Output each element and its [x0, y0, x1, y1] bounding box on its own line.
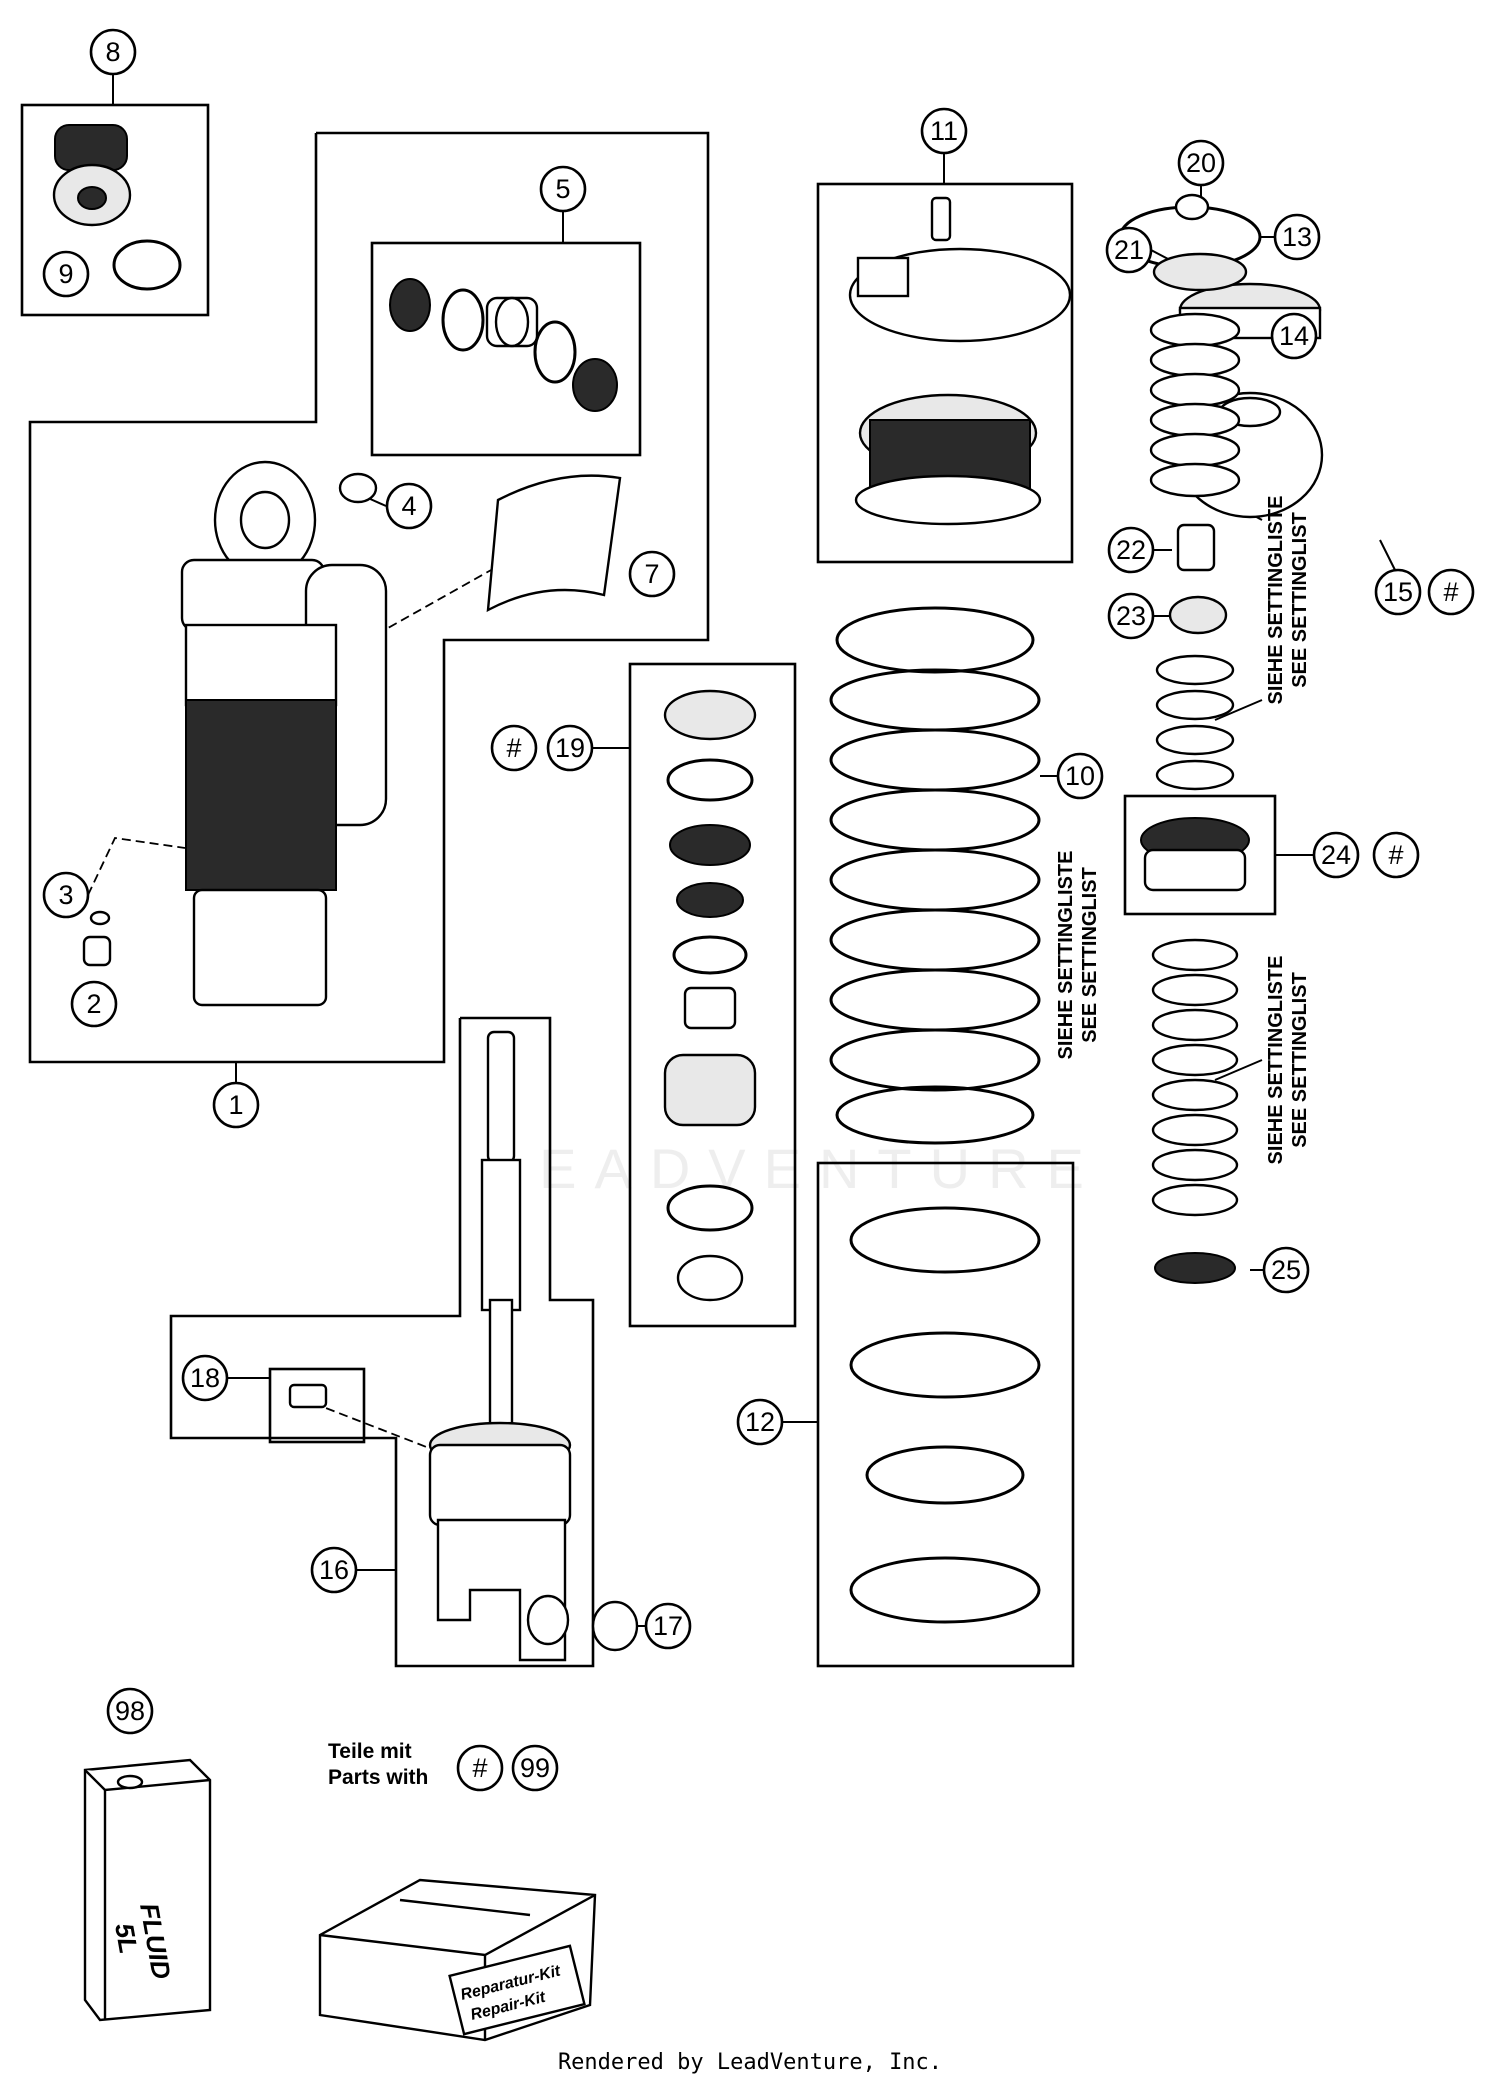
callout-14: 14 [1270, 312, 1318, 360]
callout-20-label: 20 [1186, 148, 1216, 178]
callout-25: 25 [1262, 1246, 1310, 1294]
setting-note-en: SEE SETTINGLIST [1289, 512, 1311, 688]
part-piston-rod-16 [288, 1030, 639, 1662]
part-spring-10 [829, 606, 1041, 1145]
callout-10-label: 10 [1065, 761, 1095, 791]
callout-5: 5 [539, 165, 587, 213]
callout-8: 8 [89, 28, 137, 76]
callout-7: 7 [628, 550, 676, 598]
parts-with-note: Teile mit Parts with [328, 1740, 428, 1789]
callout-16-label: 16 [319, 1555, 349, 1585]
callout-21: 21 [1105, 226, 1153, 274]
callout-16: 16 [310, 1546, 358, 1594]
part-spacer-rings-12 [849, 1206, 1041, 1624]
callout-22: 22 [1107, 526, 1155, 574]
callout-12: 12 [736, 1398, 784, 1446]
callout-18: 18 [181, 1354, 229, 1402]
watermark: LEADVENTURE [490, 1137, 1102, 1200]
callout-24: 24 [1312, 831, 1360, 879]
part-preload-adjuster-11 [848, 196, 1072, 526]
parts-note-de: Teile mit [328, 1740, 412, 1763]
callout-17: 17 [644, 1602, 692, 1650]
callout-21-label: 21 [1114, 235, 1144, 265]
part-shim-stacks [1140, 312, 1250, 1284]
hash-mark-1: # [1427, 568, 1475, 616]
callout-98-label: 98 [115, 1696, 145, 1726]
footer-credit: Rendered by LeadVenture, Inc. [557, 2050, 943, 2075]
callout-19-label: 19 [555, 733, 585, 763]
callout-20: 20 [1177, 139, 1225, 187]
callout-18-label: 18 [190, 1363, 220, 1393]
parts-note-en: Parts with [328, 1766, 428, 1789]
callout-23: 23 [1107, 592, 1155, 640]
callout-98: 98 [106, 1687, 154, 1735]
callout-1-label: 1 [228, 1090, 243, 1120]
callout-2: 2 [70, 980, 118, 1028]
setting-note-de: SIEHE SETTINGLISTE [1055, 851, 1077, 1060]
part-seal-stack-19 [663, 689, 757, 1302]
part-bearing-kit-5 [389, 278, 618, 412]
callout-14-label: 14 [1279, 321, 1309, 351]
callout-5-label: 5 [555, 174, 570, 204]
callout-3-label: 3 [58, 880, 73, 910]
callout-9: 9 [42, 250, 90, 298]
part-repair-kit-99: Reparatur-Kit Repair-Kit [318, 1878, 597, 2042]
hash-mark-3-label: # [1388, 840, 1403, 870]
hash-mark-4-label: # [472, 1753, 487, 1783]
callout-12-label: 12 [745, 1407, 775, 1437]
callout-1: 1 [212, 1081, 260, 1129]
callout-22-label: 22 [1116, 535, 1146, 565]
callout-2-label: 2 [86, 989, 101, 1019]
setting-note-de: SIEHE SETTINGLISTE [1265, 956, 1287, 1165]
callout-4: 4 [385, 482, 433, 530]
hash-mark-1-label: # [1443, 577, 1458, 607]
setting-note-en: SEE SETTINGLIST [1079, 867, 1101, 1043]
callout-99: 99 [511, 1744, 559, 1792]
callout-19: 19 [546, 724, 594, 772]
hash-mark-4: # [456, 1744, 504, 1792]
callout-11: 11 [920, 107, 968, 155]
callout-99-label: 99 [520, 1753, 550, 1783]
callout-3: 3 [42, 871, 90, 919]
part-shock-body-1 [82, 460, 622, 1007]
hash-marks: # # # # [456, 568, 1475, 1792]
callout-17-label: 17 [653, 1611, 683, 1641]
setting-note-de: SIEHE SETTINGLISTE [1265, 496, 1287, 705]
callout-4-label: 4 [401, 491, 416, 521]
setting-note-en: SEE SETTINGLIST [1289, 972, 1311, 1148]
part-top-cap-8 [52, 124, 182, 291]
hash-mark-2-label: # [506, 733, 521, 763]
callout-15-label: 15 [1383, 577, 1413, 607]
callout-7-label: 7 [644, 559, 659, 589]
part-fluid-can-98: FLUID 5L [83, 1758, 212, 2022]
group-frames [20, 103, 1277, 1668]
callout-10: 10 [1056, 752, 1104, 800]
callout-25-label: 25 [1271, 1255, 1301, 1285]
callout-9-label: 9 [58, 259, 73, 289]
callout-23-label: 23 [1116, 601, 1146, 631]
callout-15: 15 [1374, 568, 1422, 616]
hash-mark-3: # [1372, 831, 1420, 879]
callout-13-label: 13 [1282, 222, 1312, 252]
callout-8-label: 8 [105, 37, 120, 67]
callout-13: 13 [1273, 213, 1321, 261]
fluid-can-volume: 5L [109, 1921, 144, 1956]
callout-24-label: 24 [1321, 840, 1351, 870]
hash-mark-2: # [490, 724, 538, 772]
callout-11-label: 11 [930, 116, 958, 146]
